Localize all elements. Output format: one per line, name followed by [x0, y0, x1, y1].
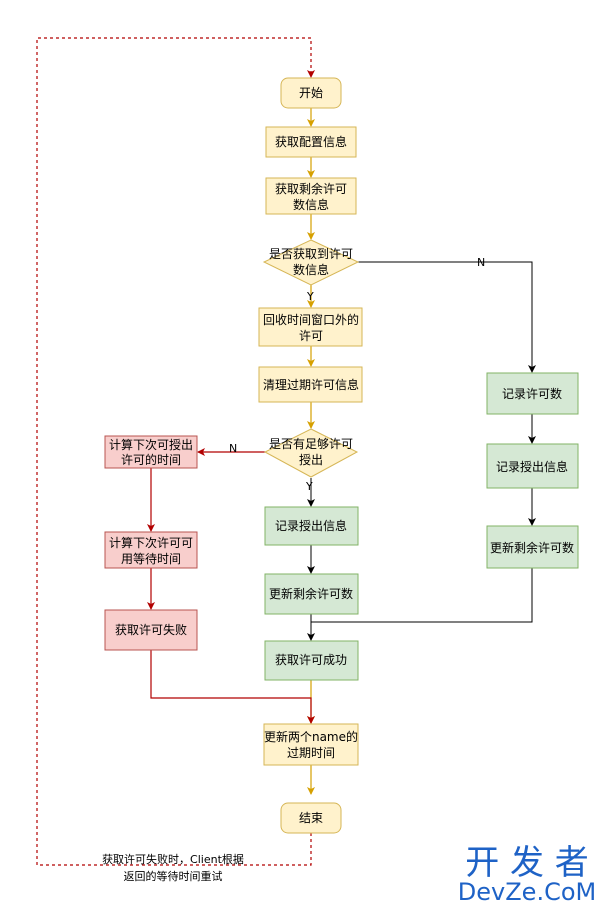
- black-flow-edges: [307, 261, 536, 641]
- node-clean-expired-label: 清理过期许可信息: [263, 377, 359, 392]
- node-end: 结束: [280, 802, 342, 834]
- node-calc-next-time-line1: 计算下次可授出: [109, 437, 193, 452]
- node-update-remaining-mid: 更新剩余许可数: [264, 573, 359, 615]
- retry-note-line2: 返回的等待时间重试: [124, 869, 223, 883]
- node-start: 开始: [280, 77, 342, 109]
- node-record-count: 记录许可数: [486, 372, 579, 415]
- node-start-label: 开始: [299, 86, 323, 100]
- node-get-fail-label: 获取许可失败: [115, 622, 187, 637]
- node-update-expire: 更新两个name的 过期时间: [263, 723, 359, 766]
- node-get-remaining-line1: 获取剩余许可: [275, 181, 347, 196]
- node-get-config-label: 获取配置信息: [275, 134, 347, 149]
- node-record-granted-mid: 记录授出信息: [264, 506, 359, 546]
- node-record-granted-mid-label: 记录授出信息: [275, 518, 347, 533]
- decision-enough-line2: 授出: [299, 452, 323, 467]
- node-get-success: 获取许可成功: [264, 640, 359, 681]
- decision-got-permit: 是否获取到许可 数信息: [262, 239, 360, 286]
- node-record-granted-right-label: 记录授出信息: [496, 459, 568, 474]
- node-update-expire-line1: 更新两个name的: [264, 729, 358, 744]
- edge-label-n-right: N: [477, 256, 485, 269]
- retry-note-line1: 获取许可失败时，Client根据: [102, 852, 244, 866]
- node-record-count-label: 记录许可数: [502, 386, 562, 401]
- node-recycle-outside: 回收时间窗口外的 许可: [258, 307, 363, 347]
- edge-fail-to-update-expire: [150, 650, 315, 724]
- node-update-remaining-right: 更新剩余许可数: [486, 525, 579, 569]
- watermark-en: DevZe.CoM: [458, 878, 596, 906]
- node-get-remaining-line2: 数信息: [293, 197, 329, 212]
- node-recycle-outside-line1: 回收时间窗口外的: [263, 312, 359, 327]
- watermark-cn: 开 发 者: [465, 843, 589, 883]
- node-clean-expired: 清理过期许可信息: [258, 366, 363, 403]
- edge-update-remaining-right-to-success: [311, 568, 533, 623]
- edge-label-n-left: N: [229, 442, 237, 455]
- node-get-success-label: 获取许可成功: [275, 653, 347, 667]
- edge-retry-loop: [36, 37, 315, 866]
- watermark-logo: 开 发 者 DevZe.CoM: [458, 843, 596, 906]
- edge-label-y-mid: Y: [306, 290, 314, 303]
- node-record-granted-right: 记录授出信息: [486, 443, 579, 489]
- node-calc-next-time: 计算下次可授出 许可的时间: [104, 435, 198, 469]
- node-calc-wait-time-line1: 计算下次许可可: [109, 535, 193, 550]
- node-get-fail: 获取许可失败: [104, 609, 198, 651]
- decision-enough: 是否有足够许可 授出: [263, 428, 359, 478]
- node-calc-wait-time: 计算下次许可可 用等待时间: [104, 531, 198, 569]
- decision-enough-line1: 是否有足够许可: [269, 437, 353, 451]
- decision-got-permit-line1: 是否获取到许可: [269, 247, 353, 261]
- node-get-remaining: 获取剩余许可 数信息: [265, 177, 357, 215]
- node-update-remaining-right-label: 更新剩余许可数: [490, 540, 574, 555]
- node-calc-wait-time-line2: 用等待时间: [121, 552, 181, 566]
- failure-flow-edges: [36, 37, 315, 866]
- node-update-expire-line2: 过期时间: [287, 746, 335, 760]
- node-update-remaining-mid-label: 更新剩余许可数: [269, 586, 353, 601]
- node-calc-next-time-line2: 许可的时间: [121, 452, 181, 467]
- node-recycle-outside-line2: 许可: [299, 329, 323, 343]
- node-end-label: 结束: [299, 811, 323, 825]
- node-get-config: 获取配置信息: [265, 126, 357, 158]
- edge-label-y-mid2: Y: [305, 480, 313, 493]
- decision-got-permit-line2: 数信息: [293, 262, 329, 277]
- edge-decision-n-to-record-count: [357, 261, 536, 373]
